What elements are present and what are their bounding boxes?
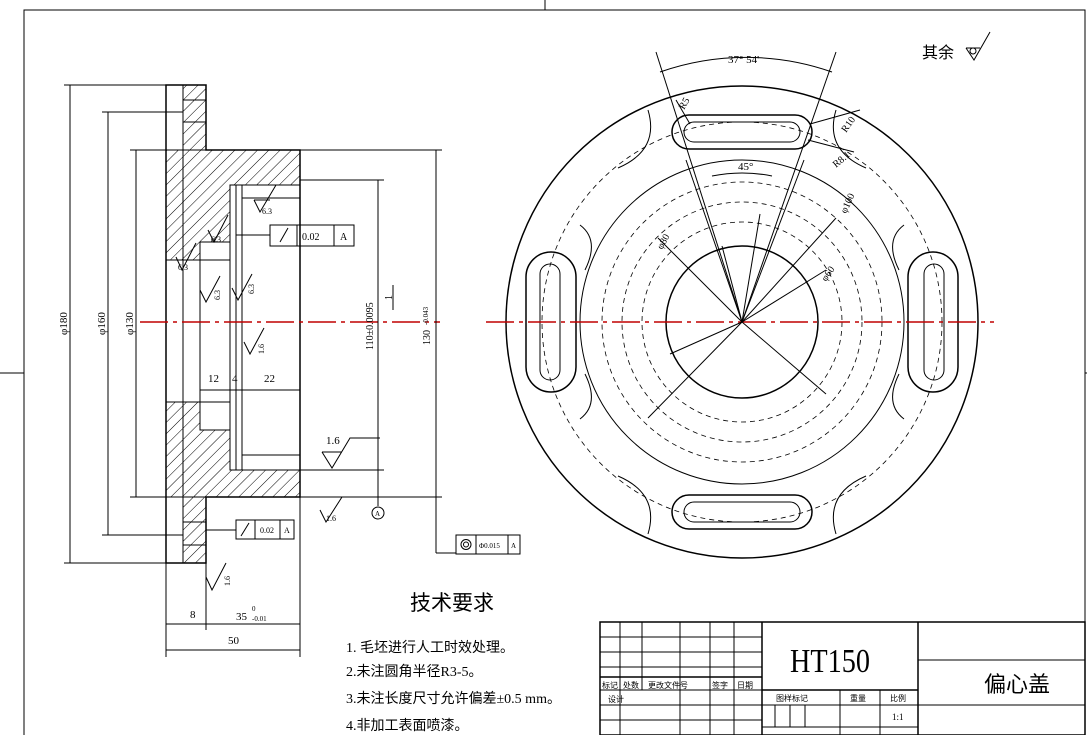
runout-frame-2: 0.02 A xyxy=(206,519,295,540)
svg-text:Φ0.015: Φ0.015 xyxy=(479,542,500,550)
dim-phi130: φ130 xyxy=(124,149,166,498)
surface-note-label: 其余 xyxy=(922,43,954,62)
svg-text:R8.1: R8.1 xyxy=(831,150,853,171)
roughness-3: 6.3 xyxy=(175,242,197,272)
svg-text:110±0.0095: 110±0.0095 xyxy=(365,302,376,350)
datum-a: A xyxy=(371,470,385,520)
roughness-7: 1.6 xyxy=(321,435,380,469)
notes-title: 技术要求 xyxy=(410,591,494,615)
svg-text:A: A xyxy=(340,232,348,243)
hatch-lower-lug xyxy=(182,496,207,564)
dim-12-4-22: 12 4 22 xyxy=(199,370,300,395)
svg-text:图样标记: 图样标记 xyxy=(776,693,808,703)
svg-text:0.02: 0.02 xyxy=(302,232,320,243)
hatch-lower-flange xyxy=(165,401,301,498)
svg-text:6.3: 6.3 xyxy=(262,207,272,216)
svg-text:φ180: φ180 xyxy=(58,312,70,335)
svg-text:6.3: 6.3 xyxy=(247,284,256,294)
material-label: HT150 xyxy=(790,643,870,680)
svg-text:12: 12 xyxy=(208,373,219,385)
roughness-1: 6.3 xyxy=(253,184,277,216)
svg-text:8: 8 xyxy=(190,609,196,621)
svg-text:A: A xyxy=(511,542,516,550)
dim-130-tol: 130 -0.043 xyxy=(300,149,442,553)
svg-text:35: 35 xyxy=(236,611,248,623)
svg-text:0.02: 0.02 xyxy=(260,526,274,535)
roughness-2: 6.3 xyxy=(207,214,229,244)
svg-text:130: 130 xyxy=(422,330,433,345)
svg-text:0: 0 xyxy=(252,605,256,613)
svg-text:A: A xyxy=(284,526,290,535)
svg-text:更改文件号: 更改文件号 xyxy=(648,680,688,690)
runout-frame-1: 0.02 A xyxy=(236,224,355,247)
svg-text:R10: R10 xyxy=(839,115,858,135)
svg-text:φ80: φ80 xyxy=(655,232,672,251)
coaxiality-frame: Φ0.015 A xyxy=(436,534,521,555)
hatch-upper-flange xyxy=(165,149,301,261)
svg-text:6.3: 6.3 xyxy=(213,290,222,300)
slot-top xyxy=(671,114,813,150)
svg-text:日期: 日期 xyxy=(737,681,753,690)
surface-note: 其余 xyxy=(922,31,991,62)
svg-text:φ130: φ130 xyxy=(124,312,136,335)
title-block: 标记 处数 更改文件号 签字 日期 设计 图样标记 重量 比例 1:1 HT15… xyxy=(599,621,1086,735)
note-item: 4.非加工表面喷漆。 xyxy=(346,718,469,734)
svg-text:重量: 重量 xyxy=(850,693,866,703)
roughness-9: 1.6 xyxy=(205,562,232,592)
technical-notes: 技术要求 1. 毛坯进行人工时效处理。 2.未注圆角半径R3-5。 3.未注长度… xyxy=(346,591,561,734)
dim-50: 50 xyxy=(166,635,300,651)
angle-label: 37° 54' xyxy=(728,54,759,66)
note-item: 3.未注长度尺寸允许偏差±0.5 mm。 xyxy=(346,691,561,707)
roughness-5: 6.3 xyxy=(231,273,256,302)
svg-text:22: 22 xyxy=(264,373,275,385)
dim-phi160: φ160 xyxy=(96,111,183,536)
dim-1: 1 xyxy=(384,285,395,310)
section-view: φ180 φ160 φ130 110±0.0095 1 1 xyxy=(58,84,521,657)
svg-text:1.6: 1.6 xyxy=(223,576,232,586)
hatch-upper-lug xyxy=(182,84,207,151)
svg-text:1: 1 xyxy=(384,295,395,300)
svg-text:设计: 设计 xyxy=(608,694,624,704)
part-name: 偏心盖 xyxy=(984,672,1050,697)
scale-value: 1:1 xyxy=(892,712,904,722)
svg-text:1.6: 1.6 xyxy=(257,344,266,354)
svg-text:签字: 签字 xyxy=(712,680,728,690)
svg-text:φ100: φ100 xyxy=(839,192,858,215)
roughness-6: 1.6 xyxy=(243,327,266,356)
svg-text:-0.01: -0.01 xyxy=(252,615,267,623)
svg-text:6.3: 6.3 xyxy=(211,235,221,244)
svg-text:-0.043: -0.043 xyxy=(422,306,430,325)
dim-phi180: φ180 xyxy=(58,84,166,564)
svg-text:1.6: 1.6 xyxy=(326,514,336,523)
dim-8-35: 8 35 0 -0.01 xyxy=(165,497,301,657)
svg-text:比例: 比例 xyxy=(890,693,906,703)
svg-text:处数: 处数 xyxy=(623,680,639,690)
svg-text:A: A xyxy=(375,510,380,518)
front-view: 37° 54' 45° R5 R10 R8.1 φ100 φ80 φ60 xyxy=(486,51,994,559)
slot-bottom xyxy=(671,494,813,530)
angle45-label: 45° xyxy=(738,161,753,173)
note-item: 2.未注圆角半径R3-5。 xyxy=(346,664,483,680)
svg-text:φ160: φ160 xyxy=(96,312,108,335)
svg-text:标记: 标记 xyxy=(602,680,618,690)
roughness-4: 6.3 xyxy=(199,275,222,304)
svg-text:φ60: φ60 xyxy=(819,264,837,283)
note-item: 1. 毛坯进行人工时效处理。 xyxy=(346,640,514,656)
svg-text:4: 4 xyxy=(232,373,238,385)
dim-110: 110±0.0095 xyxy=(300,179,384,471)
svg-text:50: 50 xyxy=(228,635,240,647)
svg-text:6.3: 6.3 xyxy=(178,263,188,272)
roughness-8: 1.6 xyxy=(319,496,343,524)
svg-text:1.6: 1.6 xyxy=(326,435,340,447)
svg-text:R5: R5 xyxy=(677,96,692,112)
